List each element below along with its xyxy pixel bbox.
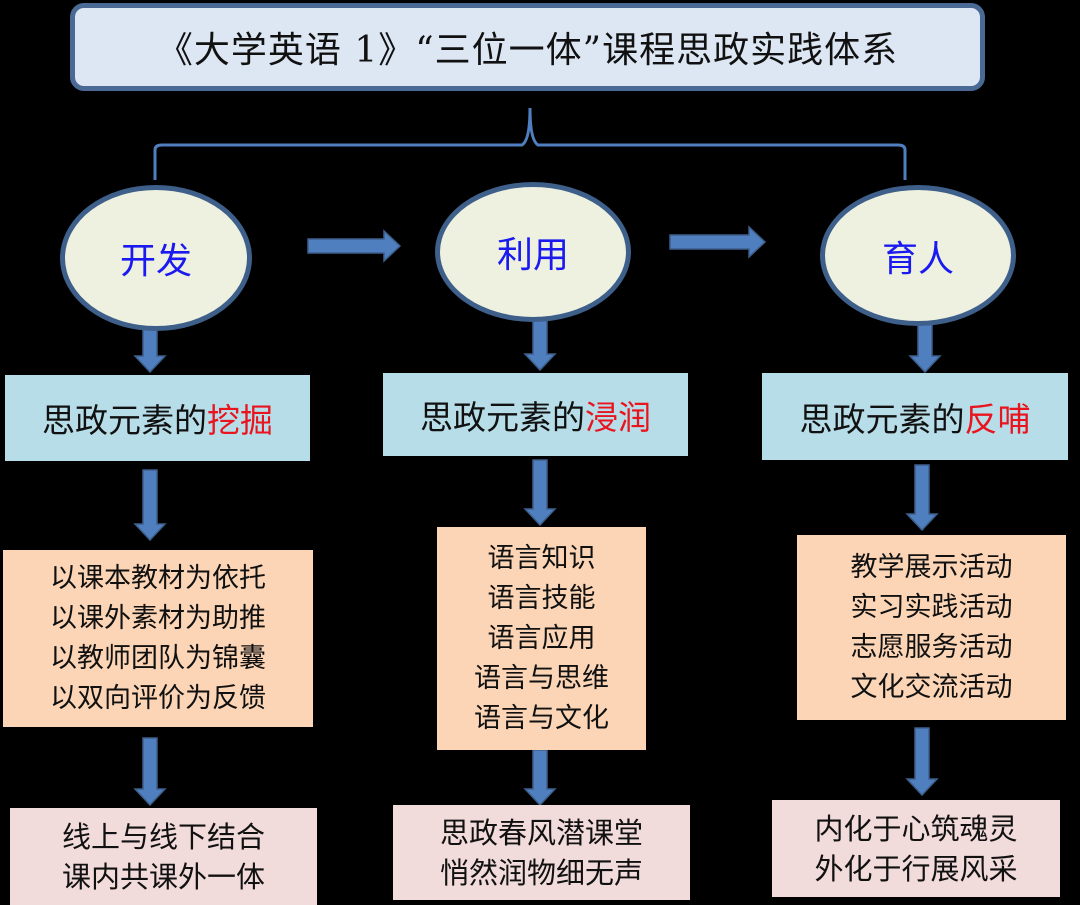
list-item: 语言与文化 — [474, 702, 609, 734]
element-prefix: 思政元素的 — [42, 401, 207, 440]
list-item: 语言技能 — [487, 582, 596, 614]
list-item: 以双向评价为反馈 — [50, 682, 266, 714]
educate-items-box: 教学展示活动 实习实践活动 志愿服务活动 文化交流活动 — [797, 535, 1066, 720]
develop-items-box: 以课本教材为依托 以课外素材为助推 以教师团队为锦囊 以双向评价为反馈 — [3, 550, 313, 727]
down-arrow-icon — [133, 737, 167, 807]
outcome-line: 外化于行展风采 — [814, 851, 1018, 886]
down-arrow-icon — [523, 749, 557, 807]
stage-educate-ellipse: 育人 — [820, 185, 1016, 326]
list-item: 语言应用 — [487, 622, 596, 654]
down-arrow-icon — [133, 469, 167, 542]
down-arrow-icon — [523, 459, 557, 527]
element-mining-box: 思政元素的挖掘 — [5, 375, 310, 461]
list-item: 实习实践活动 — [850, 591, 1013, 623]
list-item: 语言知识 — [487, 542, 596, 574]
outcome-line: 思政春风潜课堂 — [439, 815, 643, 850]
list-item: 语言与思维 — [474, 662, 609, 694]
right-arrow-icon — [669, 225, 767, 259]
educate-outcome-box: 内化于心筑魂灵 外化于行展风采 — [772, 800, 1060, 897]
list-item: 以教师团队为锦囊 — [50, 642, 266, 674]
element-key: 浸润 — [585, 397, 651, 437]
down-arrow-icon — [905, 464, 939, 532]
outcome-line: 内化于心筑魂灵 — [814, 811, 1018, 846]
list-item: 以课本教材为依托 — [50, 562, 266, 594]
list-item: 文化交流活动 — [850, 671, 1013, 703]
develop-outcome-box: 线上与线下结合 课内共课外一体 — [10, 808, 317, 905]
element-feedback-box: 思政元素的反哺 — [762, 373, 1068, 460]
element-infusion-box: 思政元素的浸润 — [383, 373, 688, 456]
brace-connector — [153, 107, 907, 180]
outcome-line: 线上与线下结合 — [61, 819, 265, 854]
stage-develop-ellipse: 开发 — [60, 185, 252, 331]
stage-utilize-ellipse: 利用 — [435, 182, 631, 322]
element-prefix: 思政元素的 — [799, 399, 965, 439]
page-title: 《大学英语 1》“三位一体”课程思政实践体系 — [70, 3, 985, 91]
list-item: 志愿服务活动 — [850, 631, 1013, 663]
element-key: 反哺 — [964, 399, 1031, 439]
right-arrow-icon — [307, 229, 402, 263]
outcome-line: 悄然润物细无声 — [439, 855, 643, 890]
list-item: 教学展示活动 — [850, 551, 1013, 583]
utilize-items-box: 语言知识 语言技能 语言应用 语言与思维 语言与文化 — [437, 527, 646, 750]
outcome-line: 课内共课外一体 — [61, 859, 265, 894]
down-arrow-icon — [905, 727, 939, 797]
element-prefix: 思政元素的 — [420, 397, 585, 437]
utilize-outcome-box: 思政春风潜课堂 悄然润物细无声 — [393, 805, 690, 900]
list-item: 以课外素材为助推 — [50, 602, 266, 634]
element-key: 挖掘 — [207, 401, 273, 440]
